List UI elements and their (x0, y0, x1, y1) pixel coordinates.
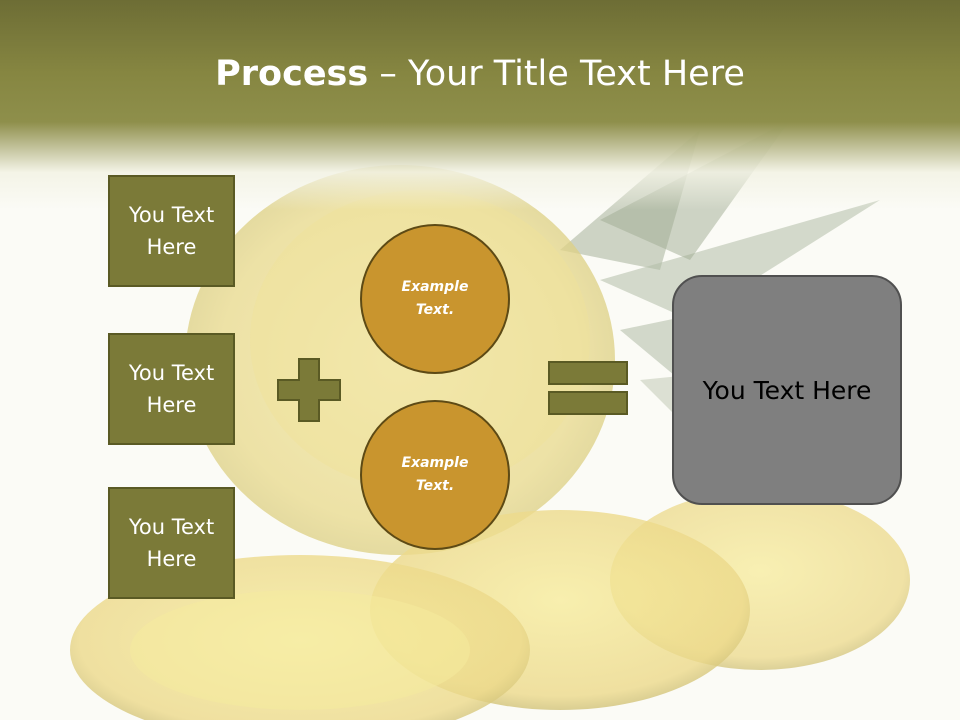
left-text-box-2: You Text Here (108, 333, 235, 445)
result-box: You Text Here (672, 275, 902, 505)
result-box-label: You Text Here (702, 375, 872, 405)
example-circle-label: Example Text. (401, 455, 469, 494)
left-text-box-label: You Text Here (128, 361, 215, 417)
title-rest: – Your Title Text Here (368, 54, 745, 94)
left-text-box-1: You Text Here (108, 175, 235, 287)
left-text-box-3: You Text Here (108, 487, 235, 599)
slide-title: Process – Your Title Text Here (0, 52, 960, 96)
plus-icon (277, 358, 341, 422)
example-circle-2: Example Text. (360, 400, 510, 550)
left-text-box-label: You Text Here (128, 203, 215, 259)
example-circle-label: Example Text. (401, 279, 469, 318)
left-text-box-label: You Text Here (128, 515, 215, 571)
title-bold: Process (215, 54, 369, 94)
equals-icon (548, 361, 628, 415)
example-circle-1: Example Text. (360, 224, 510, 374)
